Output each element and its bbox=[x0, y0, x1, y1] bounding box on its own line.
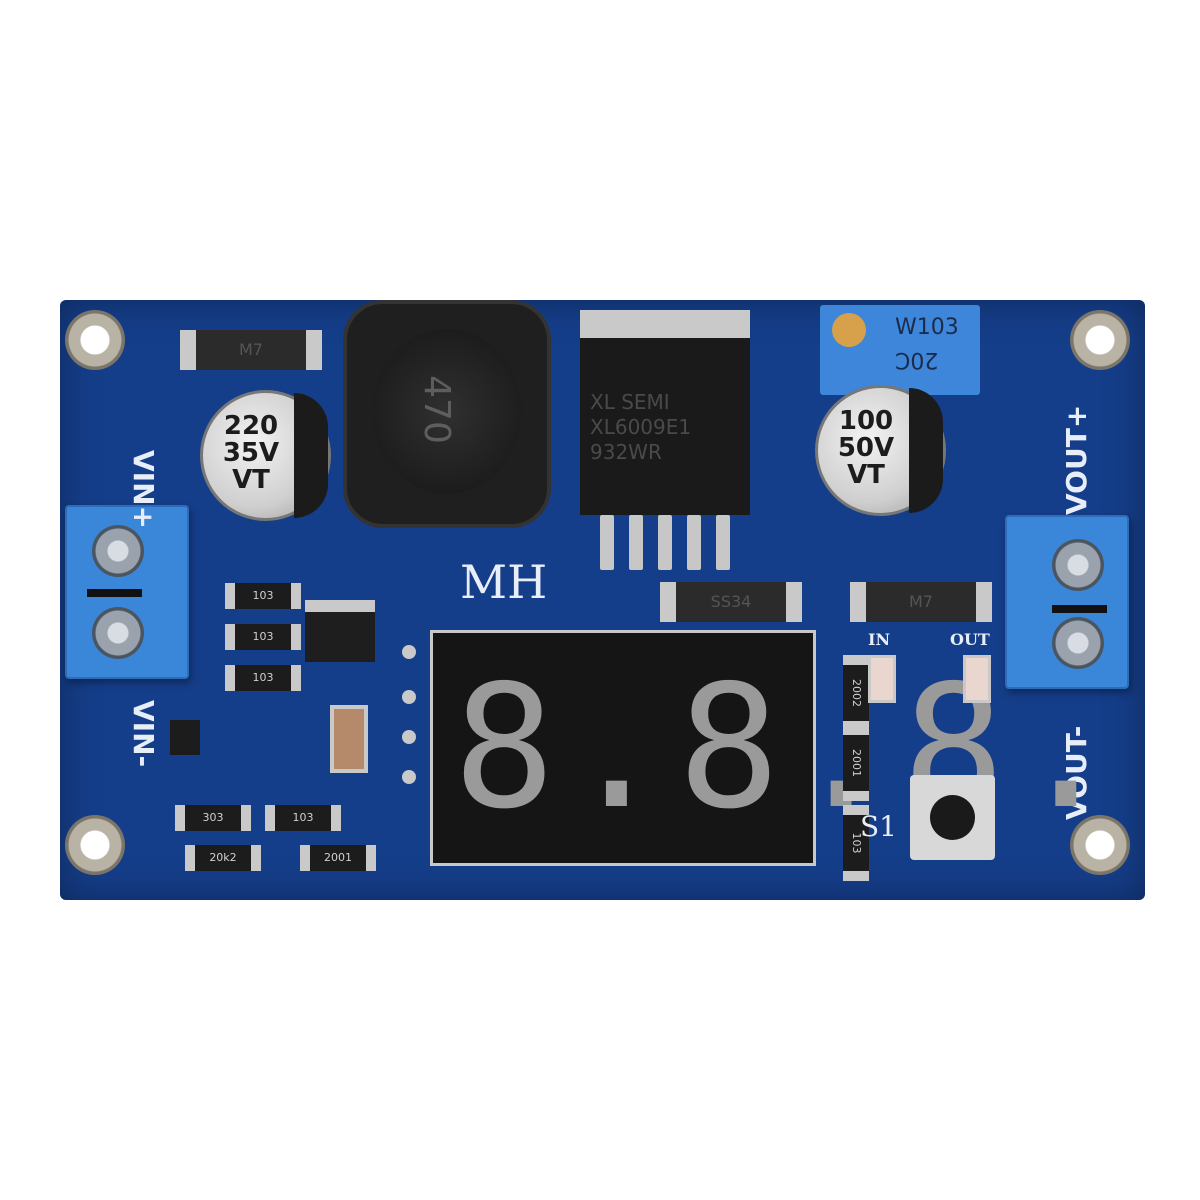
capacitor-polarity-band bbox=[294, 393, 328, 518]
vout-plus-label: VOUT+ bbox=[1060, 404, 1093, 515]
resistor-r4: 303 bbox=[175, 805, 251, 831]
ic-heat-tab bbox=[580, 310, 750, 338]
potentiometer-screw-knob[interactable] bbox=[832, 313, 866, 347]
out-led-label: OUT bbox=[950, 630, 990, 649]
in-indicator-led bbox=[868, 655, 896, 703]
display-pin bbox=[402, 770, 416, 784]
resistor-r8: 2002 bbox=[843, 655, 869, 731]
in-led-label: IN bbox=[868, 630, 891, 649]
input-capacitor-marking: 220 35V VT bbox=[211, 413, 291, 494]
inductor-marking: 470 bbox=[415, 375, 457, 444]
transistor-sot23 bbox=[170, 720, 200, 755]
terminal-divider bbox=[87, 589, 142, 597]
mounting-hole-top-right bbox=[1070, 310, 1130, 370]
cap-series: VT bbox=[232, 465, 270, 495]
display-digits: 8.8.8. bbox=[453, 649, 1128, 847]
display-pin bbox=[402, 645, 416, 659]
display-pin bbox=[402, 730, 416, 744]
ic-part-number: XL6009E1 bbox=[590, 415, 692, 439]
cap-voltage: 35V bbox=[222, 438, 280, 468]
cap-value: 220 bbox=[223, 411, 279, 441]
voltage-adjust-potentiometer[interactable]: W103 20C bbox=[820, 305, 980, 395]
vin-minus-screw[interactable] bbox=[92, 607, 144, 659]
resistor-r2: 103 bbox=[225, 624, 301, 650]
resistor-r9: 2001 bbox=[843, 725, 869, 801]
resistor-r7: 2001 bbox=[300, 845, 376, 871]
seven-segment-display: 8.8.8. bbox=[430, 630, 1117, 866]
input-terminal-block[interactable] bbox=[65, 505, 189, 679]
switch-label: S1 bbox=[860, 810, 897, 843]
pcb-board: VIN+ VIN- VOUT+ VOUT- 220 35V VT 470 XL … bbox=[60, 300, 1145, 900]
mounting-hole-bottom-left bbox=[65, 815, 125, 875]
mounting-hole-top-left bbox=[65, 310, 125, 370]
vin-minus-label: VIN- bbox=[127, 700, 160, 768]
resistor-r1: 103 bbox=[225, 583, 301, 609]
resistor-r3: 103 bbox=[225, 665, 301, 691]
input-capacitor: 220 35V VT bbox=[200, 390, 331, 521]
output-terminal-block[interactable] bbox=[1005, 515, 1129, 689]
diode-right: M7 bbox=[850, 582, 992, 622]
cap-value: 100 bbox=[838, 406, 894, 436]
out-indicator-led bbox=[963, 655, 991, 703]
vout-minus-screw[interactable] bbox=[1052, 617, 1104, 669]
resistor-r5: 103 bbox=[265, 805, 341, 831]
cap-voltage: 50V bbox=[837, 433, 895, 463]
resistor-r6: 20k2 bbox=[185, 845, 261, 871]
capacitor-smd bbox=[330, 705, 368, 773]
pot-marking-2: 20C bbox=[895, 347, 939, 372]
cap-series: VT bbox=[847, 460, 885, 490]
capacitor-polarity-band bbox=[909, 388, 943, 513]
vin-plus-screw[interactable] bbox=[92, 525, 144, 577]
vout-plus-screw[interactable] bbox=[1052, 539, 1104, 591]
inductor: 470 bbox=[343, 300, 551, 528]
button-actuator[interactable] bbox=[930, 795, 975, 840]
ic-brand: XL SEMI bbox=[590, 390, 670, 414]
xl6009-regulator-ic: XL SEMI XL6009E1 932WR bbox=[580, 310, 750, 515]
ic-pins bbox=[600, 515, 730, 570]
sot223-regulator bbox=[305, 600, 375, 662]
display-pin bbox=[402, 690, 416, 704]
diode-top-left: M7 bbox=[180, 330, 322, 370]
pot-marking-1: W103 bbox=[895, 315, 959, 340]
output-capacitor: 100 50V VT bbox=[815, 385, 946, 516]
ic-date-code: 932WR bbox=[590, 440, 662, 464]
terminal-divider bbox=[1052, 605, 1107, 613]
mounting-hole-bottom-right bbox=[1070, 815, 1130, 875]
inductor-core bbox=[372, 329, 522, 494]
output-capacitor-marking: 100 50V VT bbox=[826, 408, 906, 489]
brand-label: MH bbox=[460, 555, 548, 609]
vin-plus-label: VIN+ bbox=[127, 450, 160, 529]
schottky-diode: SS34 bbox=[660, 582, 802, 622]
display-toggle-button[interactable] bbox=[910, 775, 995, 860]
